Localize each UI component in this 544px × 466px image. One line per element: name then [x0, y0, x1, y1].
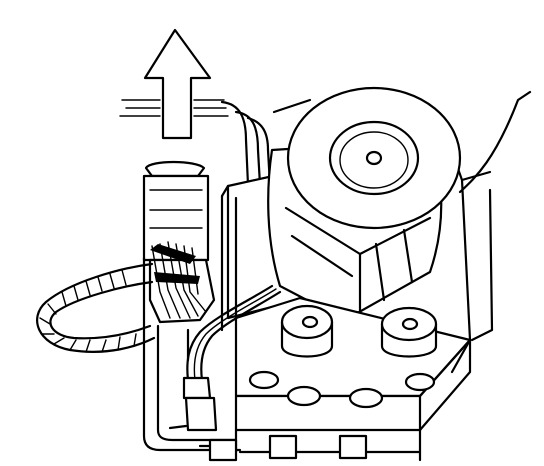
- valve-ports: [250, 372, 434, 407]
- motion-lines: [120, 100, 228, 116]
- connector-wires: [150, 242, 206, 318]
- pump-motor: [268, 88, 460, 320]
- lower-harness: [184, 286, 280, 430]
- corrugated-loom: [37, 264, 154, 352]
- loom-ribs: [40, 270, 136, 352]
- electrical-connector: [144, 162, 214, 322]
- up-arrow-icon: [145, 30, 210, 138]
- harness-tubes: [222, 102, 270, 185]
- solenoid-caps: [282, 306, 436, 357]
- base-frame: [144, 258, 420, 460]
